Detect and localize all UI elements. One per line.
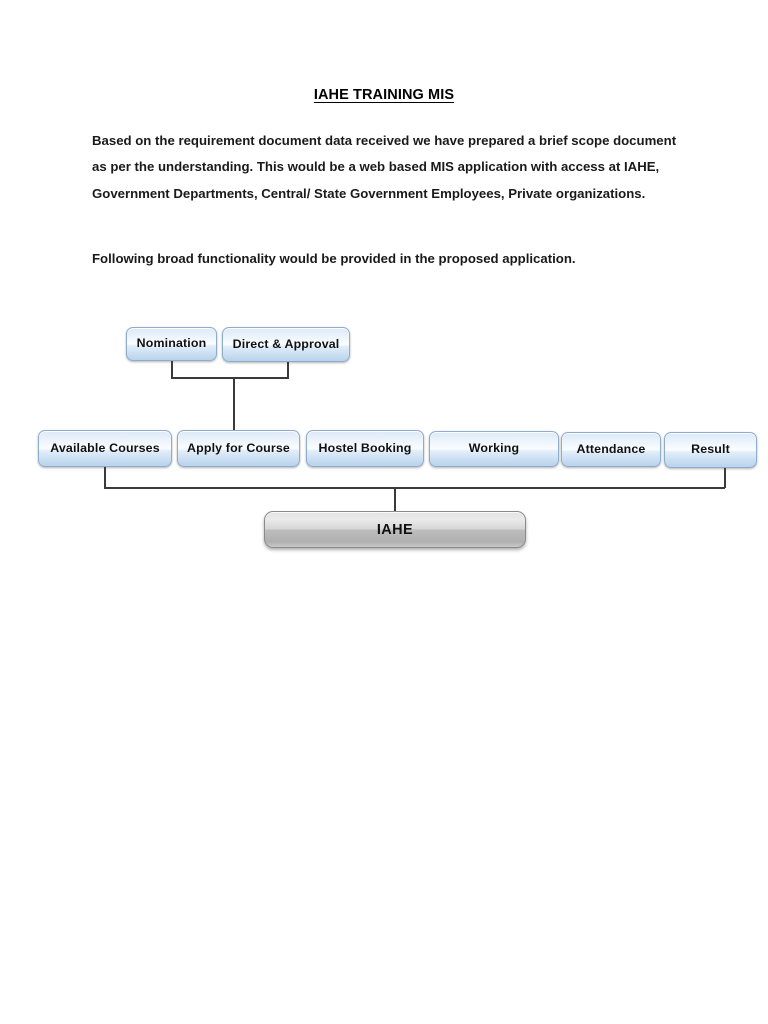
node-direct-approval[interactable]: Direct & Approval <box>222 327 350 362</box>
connector-top-to-apply-for-course <box>233 377 235 430</box>
connector-available-courses-stub <box>104 467 106 488</box>
node-apply-for-course[interactable]: Apply for Course <box>177 430 300 467</box>
intro-paragraph: Based on the requirement document data r… <box>92 133 677 201</box>
node-nomination[interactable]: Nomination <box>126 327 217 361</box>
node-attendance[interactable]: Attendance <box>561 432 661 467</box>
node-available-courses[interactable]: Available Courses <box>38 430 172 467</box>
functionality-paragraph: Following broad functionality would be p… <box>92 251 576 266</box>
node-iahe-root[interactable]: IAHE <box>264 511 526 548</box>
node-hostel-booking[interactable]: Hostel Booking <box>306 430 424 467</box>
node-working[interactable]: Working <box>429 431 559 467</box>
connector-nomination-stub <box>171 361 173 378</box>
connector-result-stub <box>724 468 726 488</box>
connector-bus-to-root <box>394 487 396 512</box>
page-title: IAHE TRAINING MIS <box>313 87 455 103</box>
connector-main-bus <box>104 487 725 489</box>
connector-top-bus <box>171 377 289 379</box>
connector-direct-approval-stub <box>287 362 289 378</box>
node-result[interactable]: Result <box>664 432 757 468</box>
